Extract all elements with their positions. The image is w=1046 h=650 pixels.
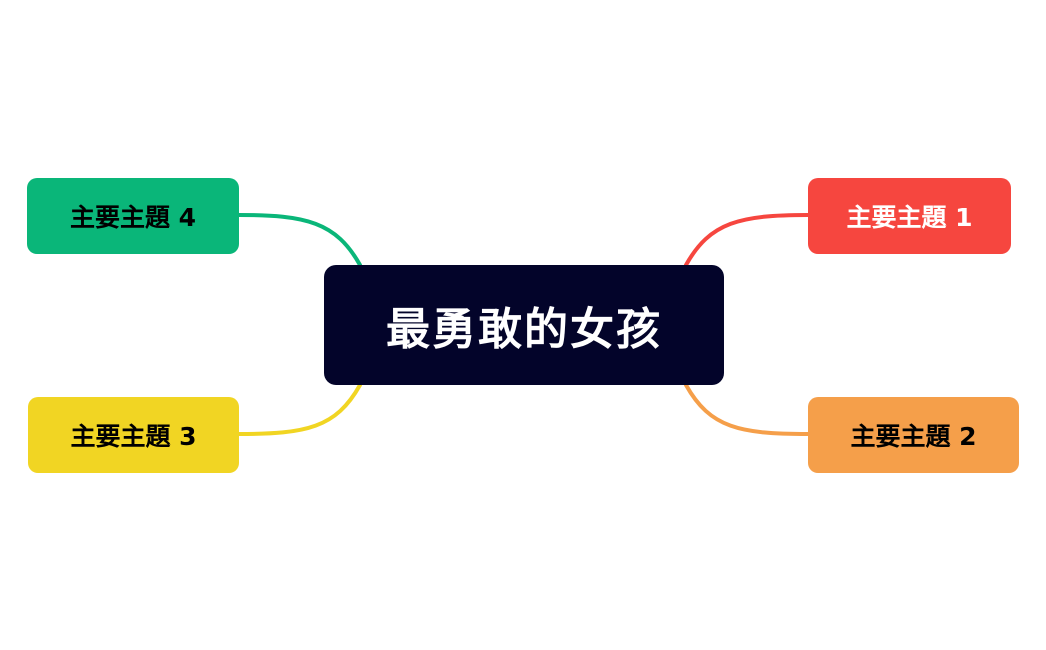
main-topic-2[interactable]: 主要主題 2 bbox=[808, 397, 1019, 473]
connector-topic-2 bbox=[684, 383, 810, 436]
main-topic-1[interactable]: 主要主題 1 bbox=[808, 178, 1011, 254]
connector-topic-3 bbox=[237, 383, 362, 436]
main-topic-1-label: 主要主題 1 bbox=[846, 203, 973, 232]
central-topic-label: 最勇敢的女孩 bbox=[386, 304, 662, 355]
connector-topic-4 bbox=[237, 213, 362, 267]
main-topic-4-label: 主要主題 4 bbox=[69, 203, 197, 232]
main-topic-3-label: 主要主題 3 bbox=[70, 422, 197, 451]
main-topic-2-label: 主要主題 2 bbox=[850, 422, 977, 451]
main-topic-3[interactable]: 主要主題 3 bbox=[28, 397, 239, 473]
connector-topic-1 bbox=[684, 213, 810, 267]
main-topic-4[interactable]: 主要主題 4 bbox=[27, 178, 239, 254]
central-topic[interactable]: 最勇敢的女孩 bbox=[324, 265, 724, 385]
